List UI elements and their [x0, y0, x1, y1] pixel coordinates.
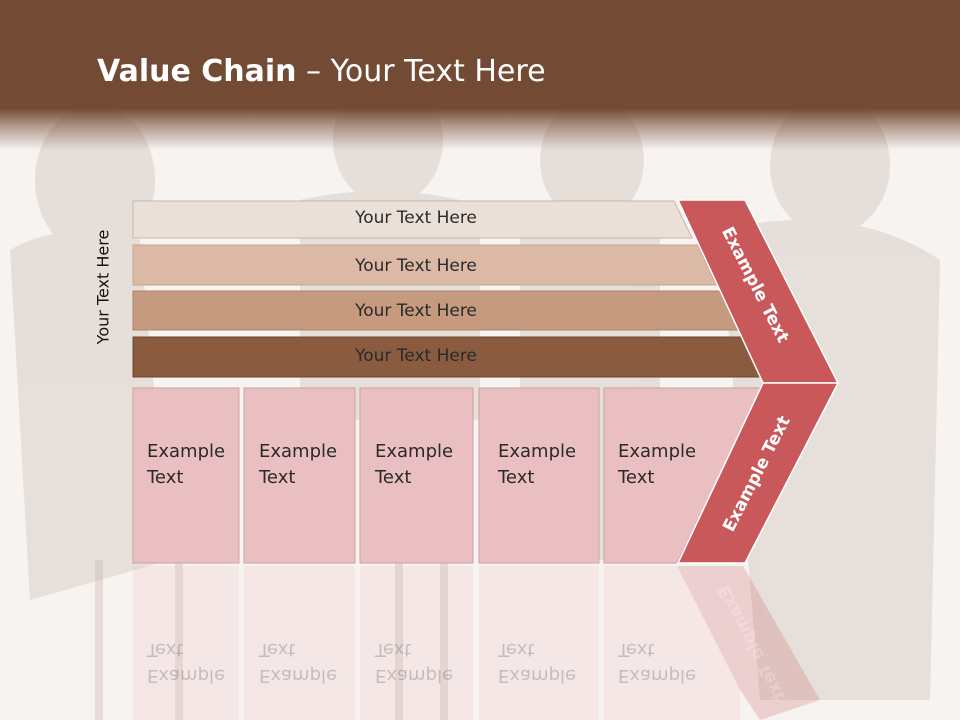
band-1-label: Your Text Here — [355, 208, 477, 228]
band-2-label: Your Text Here — [355, 256, 477, 276]
margin-chevron-lower — [676, 382, 840, 564]
band-2 — [132, 244, 717, 286]
activity-box-1 — [132, 387, 240, 564]
activity-box-2 — [243, 387, 356, 564]
band-3-label: Your Text Here — [355, 301, 477, 321]
activity-box-5 — [603, 387, 764, 564]
slide-title: Value Chain – Your Text Here — [97, 54, 546, 89]
activity-box-4 — [478, 387, 600, 564]
activity-box-3 — [359, 387, 474, 564]
band-1 — [132, 200, 693, 239]
activity-reflection — [133, 566, 820, 720]
band-4-label: Your Text Here — [355, 346, 477, 366]
header-bar — [0, 0, 960, 150]
title-rest: – Your Text Here — [296, 54, 546, 89]
title-bold: Value Chain — [97, 54, 297, 89]
